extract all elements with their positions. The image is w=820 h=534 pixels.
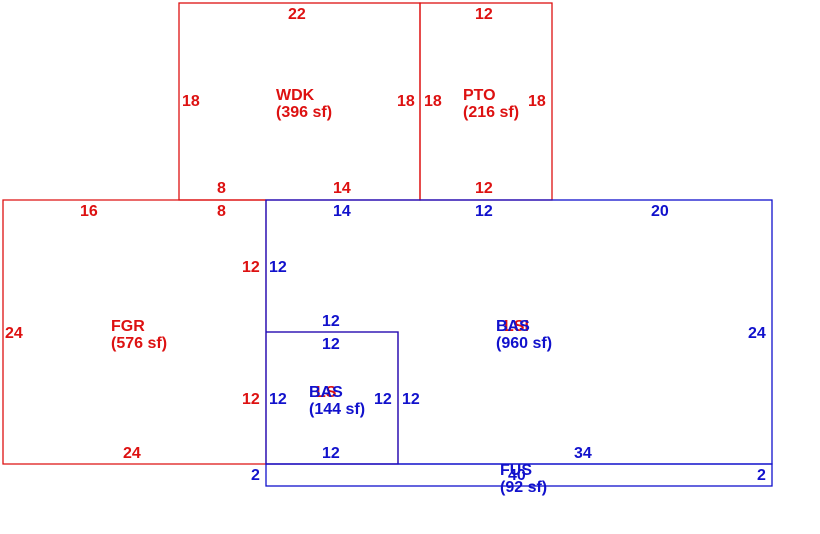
bas-dim-bottom: 34 [574, 445, 592, 462]
pto-code-label: PTO [463, 87, 496, 104]
fgr-area-label: (576 sf) [111, 335, 167, 352]
bas-main-code-blue: BAS [496, 318, 530, 335]
fus-overlap-number: 40 [508, 467, 526, 484]
wdk-dim-right: 18 [397, 93, 415, 110]
fgr-dim-top-a: 16 [80, 203, 98, 220]
bas-small-code-blue: BAS [309, 384, 343, 401]
small-dim-top-inner: 12 [322, 336, 340, 353]
wdk-dim-bottom-a: 8 [217, 180, 226, 197]
fus-outline [265, 463, 773, 487]
small-dim-top-outer: 12 [322, 313, 340, 330]
pto-dim-top: 12 [475, 6, 493, 23]
bas-main-area-label: (960 sf) [496, 335, 552, 352]
bas-dim-right: 24 [748, 325, 766, 342]
fgr-outline [2, 199, 266, 465]
fus-code-label: FUS [500, 462, 532, 479]
fgr-dim-right-lower: 12 [242, 391, 260, 408]
pto-dim-bottom: 12 [475, 180, 493, 197]
small-dim-right-outer: 12 [402, 391, 420, 408]
bas-small-area-label: (144 sf) [309, 401, 365, 418]
bas-main-code-red: LSI [504, 318, 529, 335]
bas-small-code-red: LS [316, 384, 337, 401]
bas-dim-top-14: 14 [333, 203, 351, 220]
bas-dim-left-upper: 12 [269, 259, 287, 276]
fgr-dim-left: 24 [5, 325, 23, 342]
fgr-dim-bottom: 24 [123, 445, 141, 462]
wdk-area-label: (396 sf) [276, 104, 332, 121]
small-dim-left: 12 [269, 391, 287, 408]
bas-dim-top-20: 20 [651, 203, 669, 220]
bas-small-outline [266, 331, 399, 464]
small-dim-right-inner: 12 [374, 391, 392, 408]
wdk-dim-top: 22 [288, 6, 306, 23]
fus-dim-right: 2 [757, 467, 766, 484]
fus-dim-left: 2 [251, 467, 260, 484]
fgr-dim-top-b: 8 [217, 203, 226, 220]
wdk-code-label: WDK [276, 87, 315, 104]
wdk-dim-left: 18 [182, 93, 200, 110]
pto-dim-left: 18 [424, 93, 442, 110]
pto-dim-right: 18 [528, 93, 546, 110]
bas-dim-top-12: 12 [475, 203, 493, 220]
fus-area-label: (92 sf) [500, 479, 547, 496]
fgr-code-label: FGR [111, 318, 145, 335]
wdk-dim-bottom-b: 14 [333, 180, 351, 197]
fgr-dim-right-upper: 12 [242, 259, 260, 276]
pto-area-label: (216 sf) [463, 104, 519, 121]
small-dim-bottom: 12 [322, 445, 340, 462]
